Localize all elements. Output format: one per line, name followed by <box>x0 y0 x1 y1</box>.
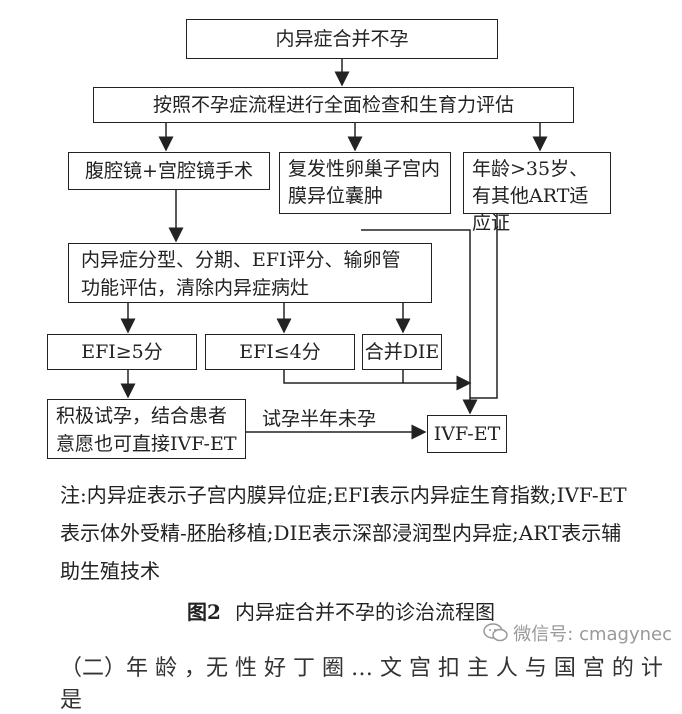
cutoff-text: （二）年 龄 ，无 性 好 丁 圈 … 文 宫 扣 主 人 与 国 宫 的 计 … <box>60 656 663 713</box>
watermark-text: 微信号: cmagynec <box>513 624 672 645</box>
watermark: 微信号: cmagynec <box>483 620 672 646</box>
node-try-conceive: 积极试孕，结合患者意愿也可直接IVF-ET <box>47 399 246 459</box>
arrow-efi-low-to-ivf <box>283 370 472 391</box>
figure-caption: 图2 内异症合并不孕的诊治流程图 <box>0 596 682 625</box>
node-efi-low: EFI≤4分 <box>205 334 355 370</box>
line-age-to-ivf <box>470 214 498 399</box>
node-endometriosis-infertility: 内异症合并不孕 <box>186 19 498 59</box>
wechat-icon <box>483 623 509 642</box>
node-laparoscopy-hysteroscopy: 腹腔镜+宫腔镜手术 <box>68 152 270 190</box>
figure-title: 内异症合并不孕的诊治流程图 <box>234 600 495 624</box>
node-die: 合并DIE <box>362 334 442 370</box>
node-classification-assessment: 内异症分型、分期、EFI评分、输卵管功能评估，清除内异症病灶 <box>68 243 432 303</box>
node-fertility-evaluation: 按照不孕症流程进行全面检查和生育力评估 <box>93 87 574 123</box>
arrow-recurrent-to-ivf <box>361 229 478 415</box>
node-efi-high: EFI≥5分 <box>47 334 197 370</box>
edge-label-half-year: 试孕半年未孕 <box>262 408 377 430</box>
figure-note: 注:内异症表示子宫内膜异位症;EFI表示内异症生育指数;IVF-ET表示体外受精… <box>60 483 627 583</box>
flow-connectors <box>120 59 548 440</box>
node-recurrent-cyst: 复发性卵巢子宫内膜异位囊肿 <box>279 152 451 214</box>
node-age-art-indication: 年龄>35岁、有其他ART适应证 <box>463 152 611 234</box>
node-ivf-et: IVF-ET <box>427 415 507 453</box>
figure-number: 图2 <box>187 600 221 624</box>
